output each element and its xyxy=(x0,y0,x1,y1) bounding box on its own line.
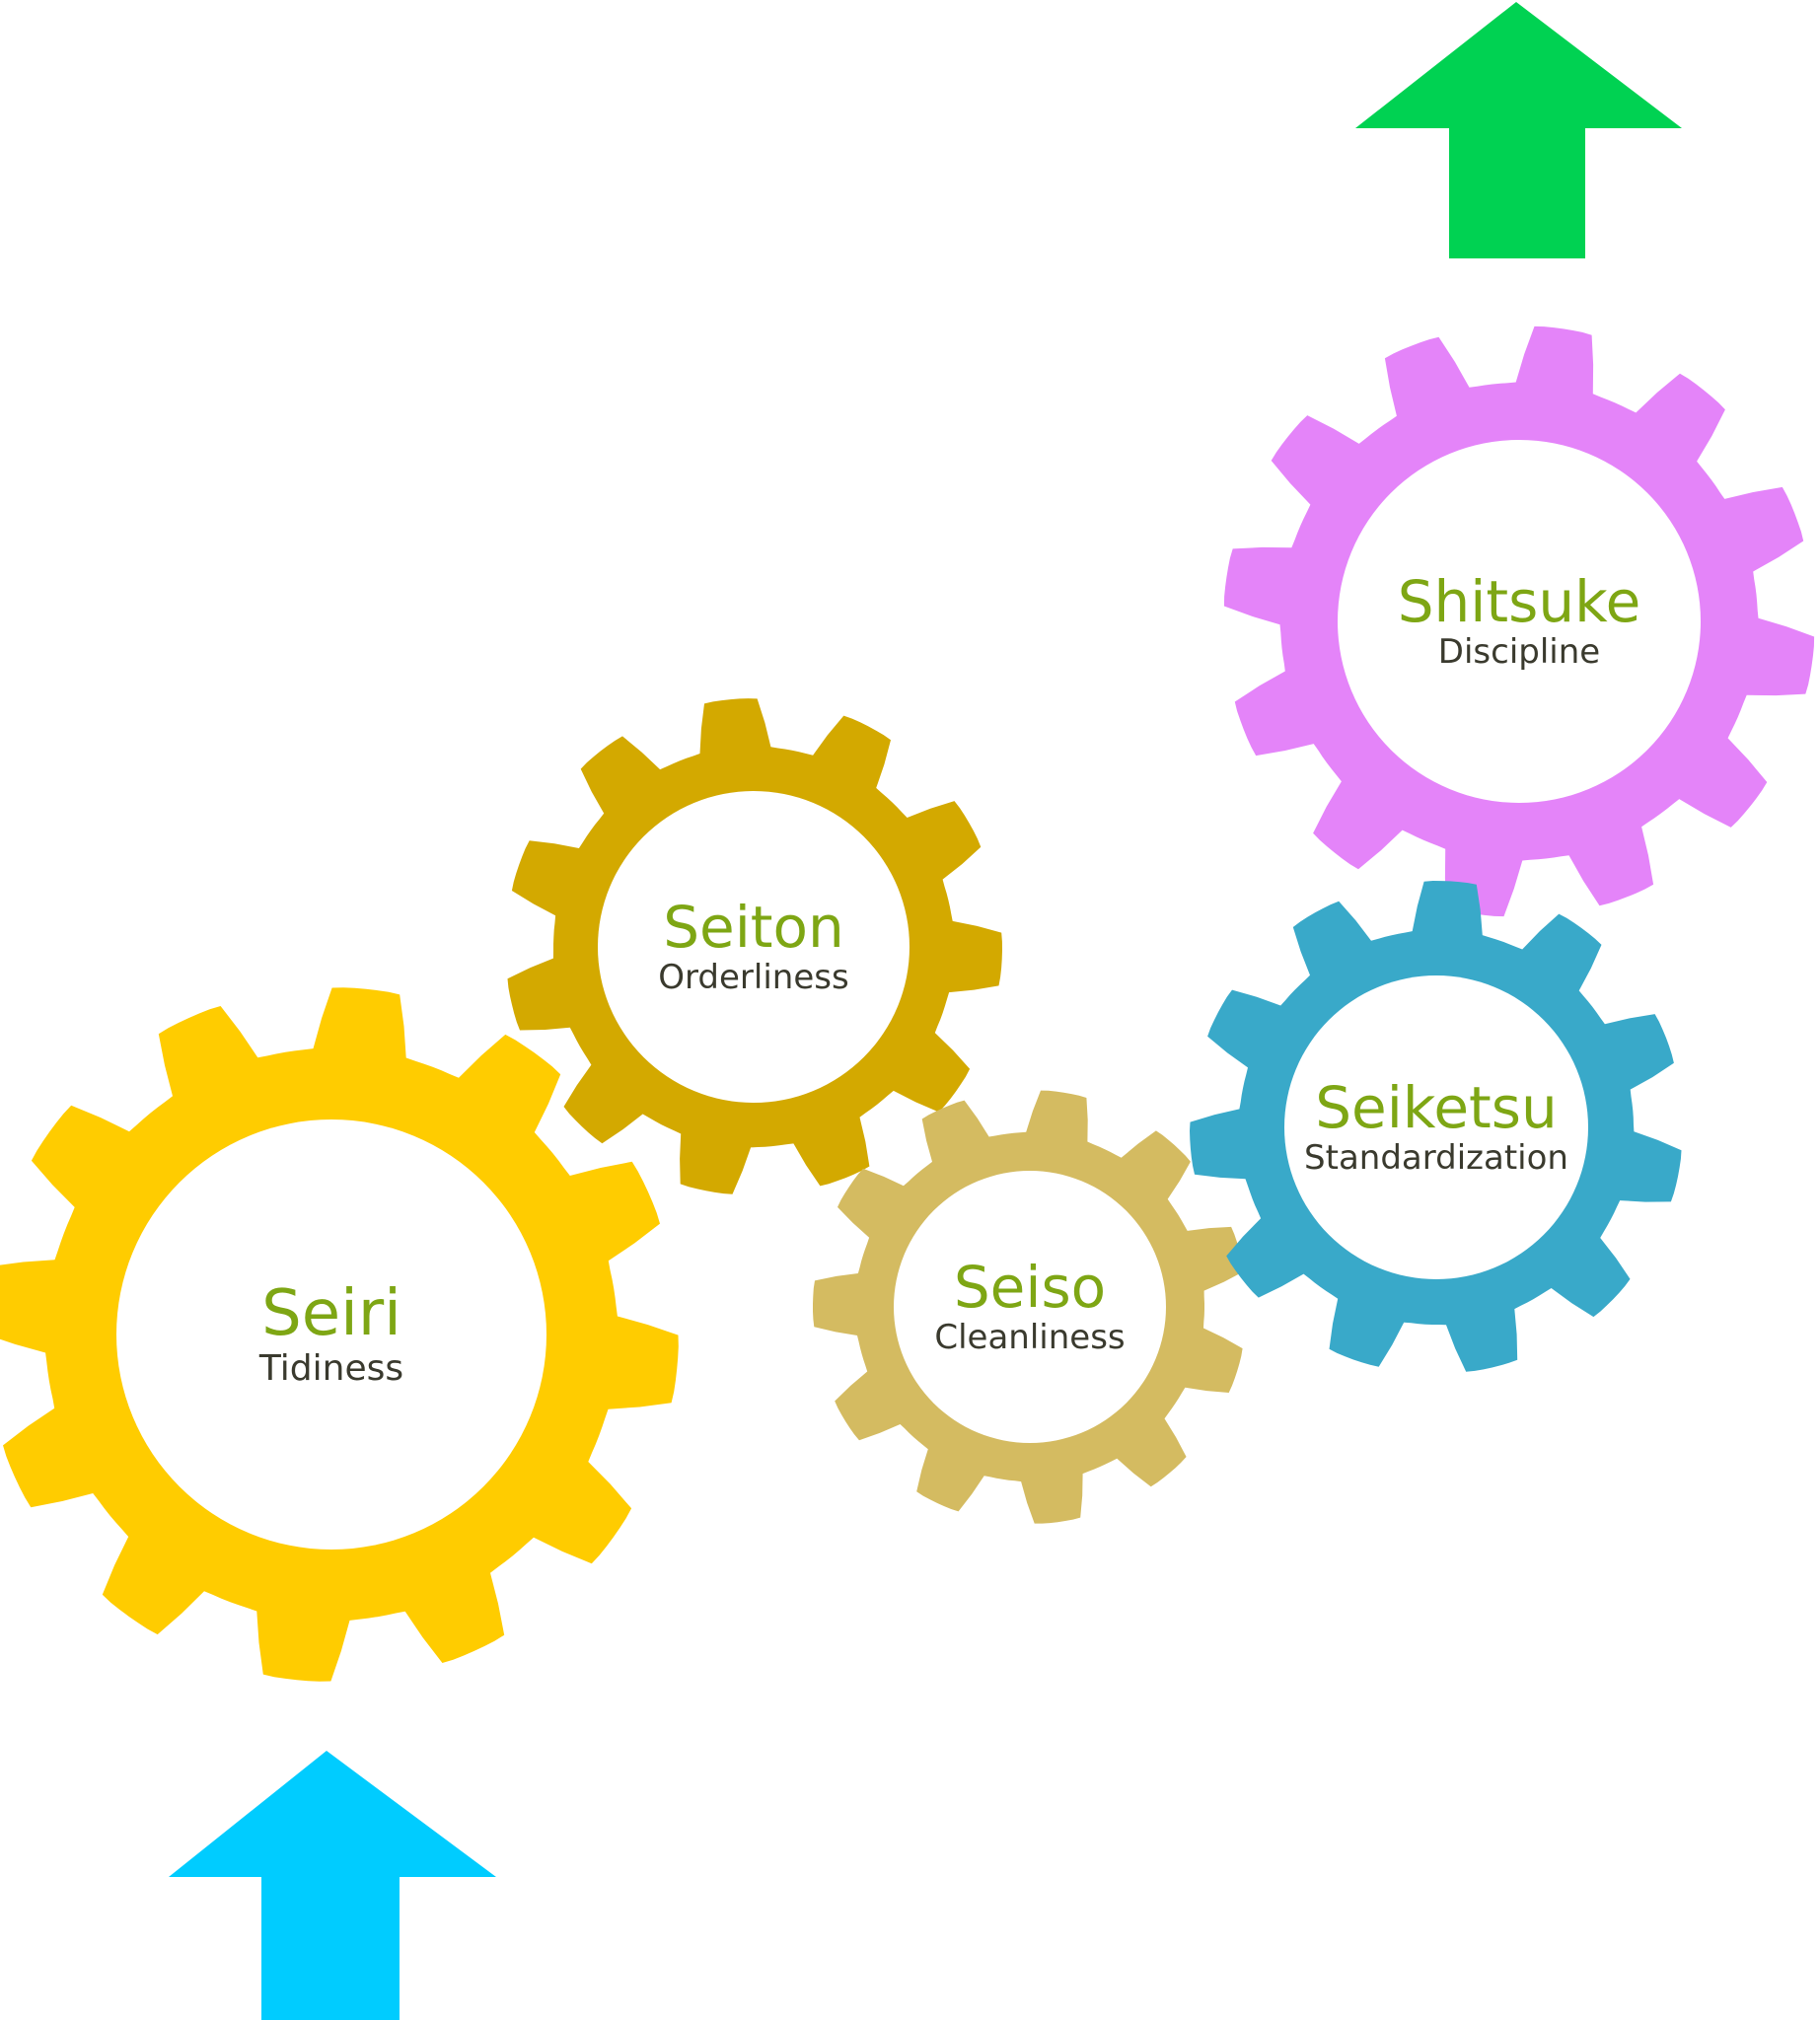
gear-seiketsu: Seiketsu Standardization xyxy=(1190,881,1682,1372)
seiri-gear-hole xyxy=(116,1119,546,1550)
gear-seiton: Seiton Orderliness xyxy=(507,698,1002,1194)
shitsuke-gear-hole xyxy=(1338,440,1701,803)
seiso-gear-hole xyxy=(894,1171,1166,1443)
seiton-title: Seiton xyxy=(663,894,844,961)
seiri-title: Seiri xyxy=(261,1277,401,1350)
seiso-title: Seiso xyxy=(954,1254,1106,1321)
seiri-subtitle: Tidiness xyxy=(258,1348,403,1389)
seiton-subtitle: Orderliness xyxy=(658,958,848,997)
seiton-gear-hole xyxy=(598,791,910,1103)
gear-seiri: Seiri Tidiness xyxy=(0,987,679,1682)
gear-shitsuke: Shitsuke Discipline xyxy=(1223,325,1815,917)
shitsuke-subtitle: Discipline xyxy=(1438,632,1600,672)
end-up-arrow-icon xyxy=(1355,2,1682,258)
start-up-arrow-icon xyxy=(169,1751,496,2020)
seiketsu-title: Seiketsu xyxy=(1315,1074,1558,1141)
seiketsu-subtitle: Standardization xyxy=(1304,1138,1568,1178)
seiso-subtitle: Cleanliness xyxy=(934,1318,1125,1357)
shitsuke-title: Shitsuke xyxy=(1398,568,1641,635)
seiketsu-gear-hole xyxy=(1284,975,1588,1279)
gear-seiso: Seiso Cleanliness xyxy=(813,1090,1244,1524)
